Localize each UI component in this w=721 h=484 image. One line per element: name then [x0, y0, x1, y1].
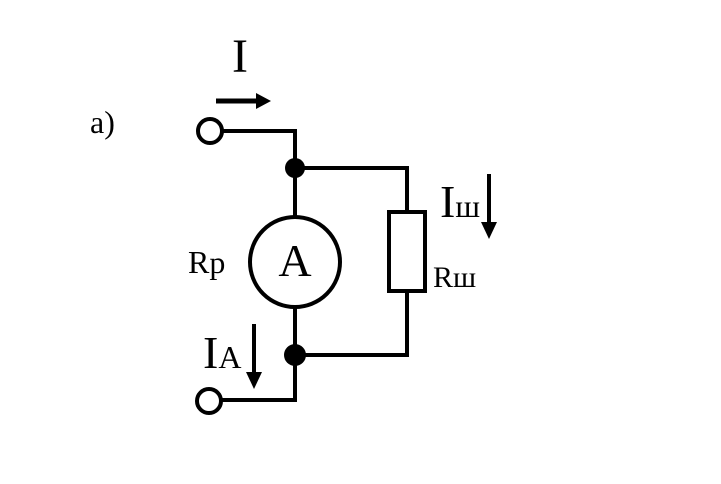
shunt-resistance-label: Rш — [433, 261, 476, 294]
top-input-wire — [220, 129, 297, 170]
ammeter-current-arrow — [246, 324, 262, 389]
bottom-terminal — [195, 387, 223, 415]
top-branch-wire — [293, 166, 409, 214]
shunt-resistor — [387, 210, 427, 293]
shunt-current-arrow — [481, 174, 497, 239]
ammeter-letter: A — [278, 235, 311, 286]
ammeter-current-label: IA — [203, 327, 241, 378]
total-current-label: I — [232, 30, 248, 83]
shunt-current-label: Iш — [440, 176, 480, 227]
total-current-arrow — [216, 93, 271, 109]
top-terminal — [196, 117, 224, 145]
ammeter-resistance-label: Rp — [188, 244, 225, 280]
bottom-output-wire — [219, 353, 297, 402]
bottom-branch-wire — [293, 289, 409, 357]
figure-label: a) — [90, 104, 115, 140]
